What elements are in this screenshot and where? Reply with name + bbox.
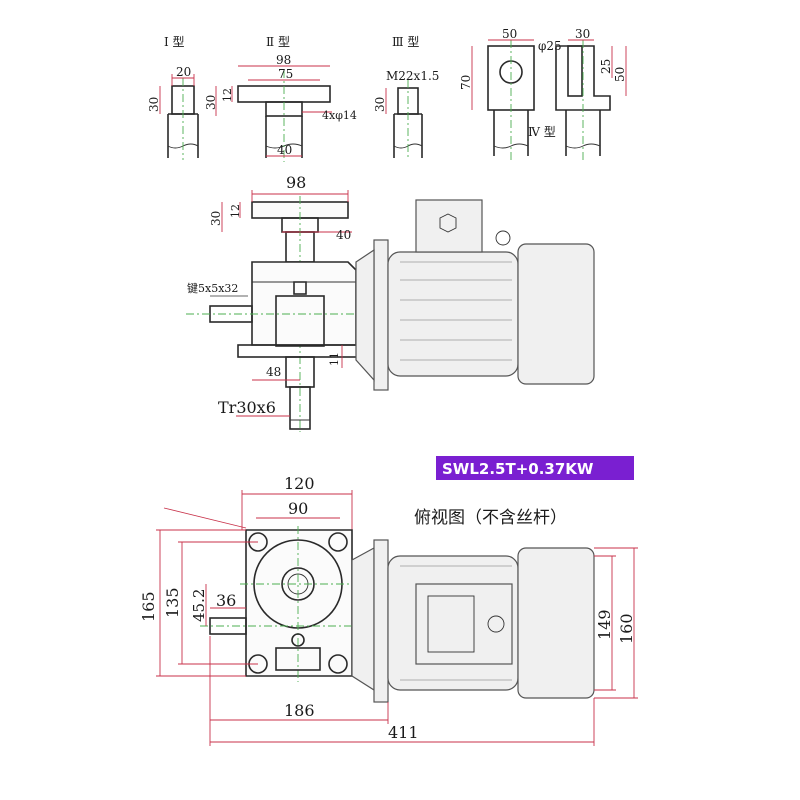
side-height: 30 bbox=[209, 211, 223, 226]
model-badge-text: SWL2.5T+0.37KW bbox=[442, 460, 594, 478]
side-motor-flange bbox=[373, 239, 389, 391]
top-shaft-off: 36 bbox=[216, 591, 236, 610]
type2-holes: 4xφ14 bbox=[322, 109, 357, 122]
type4-width2: 30 bbox=[575, 27, 590, 41]
side-screw bbox=[289, 386, 311, 430]
type4-side bbox=[555, 45, 611, 111]
type2-detail: Ⅱ 型 98 75 30 12 4xφ14 40 bbox=[204, 35, 357, 162]
top-len-short: 186 bbox=[284, 701, 315, 720]
top-terminal-box bbox=[415, 583, 513, 665]
type3-thread: M22x1.5 bbox=[386, 69, 439, 83]
top-motor-h2: 160 bbox=[617, 613, 636, 644]
type3-height: 30 bbox=[373, 97, 387, 112]
type2-flange-thk: 12 bbox=[221, 88, 234, 102]
type4-detail: 50 φ25 70 30 25 50 Ⅳ 型 bbox=[459, 27, 627, 160]
type1-width: 20 bbox=[176, 65, 191, 79]
type2-label: Ⅱ 型 bbox=[266, 35, 290, 49]
top-motor-flange bbox=[373, 539, 389, 703]
side-terminal-box bbox=[415, 199, 483, 253]
type2-overall: 98 bbox=[276, 53, 291, 67]
model-badge-bg bbox=[436, 456, 634, 480]
type1-label: Ⅰ 型 bbox=[164, 35, 185, 49]
side-motor-fan-cover bbox=[517, 243, 595, 385]
top-motor-fan-cover bbox=[517, 547, 595, 699]
type3-detail: Ⅲ 型 M22x1.5 30 bbox=[373, 35, 439, 160]
top-h-outer: 165 bbox=[139, 591, 158, 622]
top-gearbox bbox=[245, 529, 353, 677]
type4-width1: 50 bbox=[502, 27, 517, 41]
top-view: 俯视图（不含丝杆） 120 90 165 135 45.2 bbox=[139, 474, 638, 746]
type3-label: Ⅲ 型 bbox=[392, 35, 419, 49]
type2-shaft: 40 bbox=[277, 143, 292, 157]
top-motor-h1: 149 bbox=[595, 609, 614, 640]
side-flange-thk: 12 bbox=[229, 204, 242, 218]
top-width-inner: 90 bbox=[288, 499, 308, 518]
top-len-total: 411 bbox=[388, 723, 419, 742]
type4-height2: 50 bbox=[613, 67, 627, 82]
type4-height1: 70 bbox=[459, 75, 473, 90]
side-motor-body bbox=[387, 251, 519, 377]
top-bore bbox=[281, 567, 315, 601]
side-shaft-len: 40 bbox=[336, 228, 351, 242]
type1-detail: Ⅰ 型 20 30 bbox=[147, 35, 199, 160]
top-h-center: 45.2 bbox=[190, 589, 208, 622]
type2-inner: 75 bbox=[278, 67, 293, 81]
top-h-inner: 135 bbox=[163, 587, 182, 618]
top-view-title: 俯视图（不含丝杆） bbox=[414, 508, 567, 528]
type4-slot: 25 bbox=[599, 59, 613, 74]
side-thread: Tr30x6 bbox=[218, 398, 276, 417]
side-offset: 48 bbox=[266, 365, 281, 379]
side-key-label: 键5x5x32 bbox=[187, 281, 238, 295]
side-gearbox bbox=[251, 261, 357, 346]
side-gap: 11 bbox=[328, 352, 341, 366]
side-flange-width: 98 bbox=[286, 173, 306, 192]
top-width-outer: 120 bbox=[284, 474, 315, 493]
top-input-shaft bbox=[209, 617, 247, 635]
type4-label: Ⅳ 型 bbox=[528, 125, 556, 139]
model-badge: SWL2.5T+0.37KW bbox=[436, 456, 634, 480]
type1-height: 30 bbox=[147, 97, 161, 112]
type2-height: 30 bbox=[204, 95, 218, 110]
side-view: 98 30 12 40 键5x5x32 48 11 Tr30x6 bbox=[186, 173, 595, 432]
